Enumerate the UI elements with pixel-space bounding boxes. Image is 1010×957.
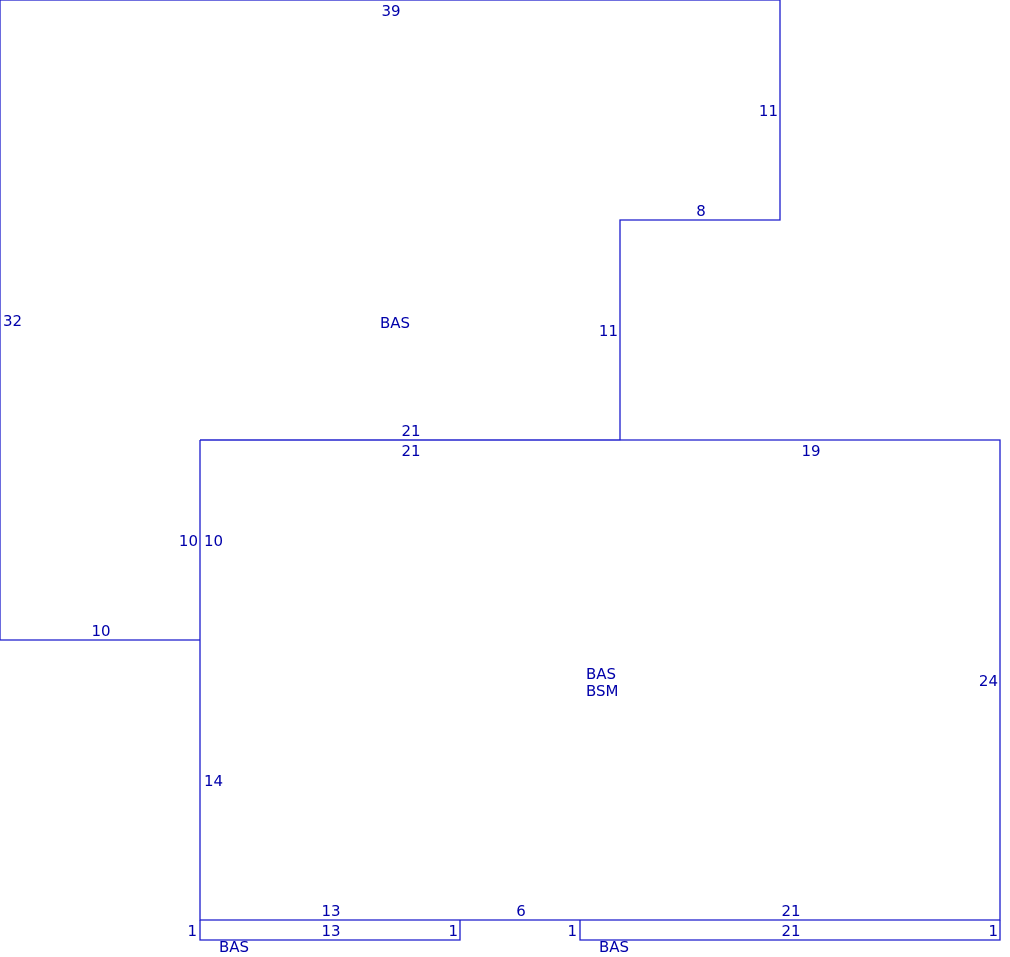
dim-right-strip-right: 1 xyxy=(988,922,998,940)
right-strip-outline xyxy=(579,920,1001,941)
dim-left-strip-right: 1 xyxy=(448,922,458,940)
dim-main-left-upper: 10 xyxy=(204,532,223,550)
dim-left-strip-bottom: 13 xyxy=(321,922,340,940)
dim-main-bottom-mid: 6 xyxy=(516,902,526,920)
dim-upper-right: 11 xyxy=(759,102,778,120)
dim-right-strip-bottom: 21 xyxy=(781,922,800,940)
dim-main-left-lower: 14 xyxy=(204,772,223,790)
dim-main-top-left: 21 xyxy=(401,442,420,460)
upper-bas-outline xyxy=(0,0,781,641)
dim-left-strip-left: 1 xyxy=(187,922,197,940)
dim-main-bottom-right: 21 xyxy=(781,902,800,920)
dim-upper-bottom-left: 10 xyxy=(91,622,110,640)
area-label-main-bsm: BSM xyxy=(586,682,619,700)
area-label-right-strip: BAS xyxy=(599,938,629,956)
dim-main-top-right: 19 xyxy=(801,442,820,460)
left-strip-outline xyxy=(199,920,461,941)
dim-main-bottom-left: 13 xyxy=(321,902,340,920)
area-label-upper-bas: BAS xyxy=(380,314,410,332)
dim-upper-bottom: 21 xyxy=(401,422,420,440)
dim-upper-left: 32 xyxy=(3,312,22,330)
area-label-main-bas: BAS xyxy=(586,665,616,683)
dim-upper-inner-left: 10 xyxy=(179,532,198,550)
dim-upper-inner-right: 11 xyxy=(599,322,618,340)
dim-upper-step: 8 xyxy=(696,202,706,220)
dim-upper-top: 39 xyxy=(381,2,400,20)
area-label-left-strip: BAS xyxy=(219,938,249,956)
dim-main-right: 24 xyxy=(979,672,998,690)
dim-right-strip-left: 1 xyxy=(567,922,577,940)
